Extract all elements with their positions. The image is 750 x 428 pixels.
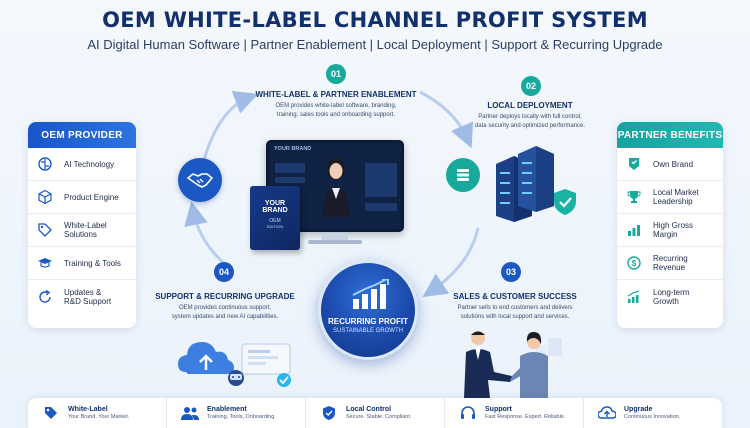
headset-icon — [459, 404, 477, 422]
monitor-brand-label: YOUR BRAND — [274, 146, 312, 152]
badge-icon — [625, 155, 643, 173]
benefit-local-market: Local Market Leadership — [617, 181, 723, 214]
oem-panel-title: OEM PROVIDER — [28, 122, 136, 148]
step-01-desc: OEM provides white-label software, brand… — [275, 103, 397, 118]
step-03-desc: Partner sells to end customers and deliv… — [457, 305, 573, 320]
digital-human-avatar — [319, 155, 353, 217]
step-01-title: WHITE-LABEL & PARTNER ENABLEMENT — [255, 90, 417, 99]
step-04-badge: 04 — [214, 262, 234, 282]
screen-panel-right-2 — [365, 203, 397, 211]
arrow-1-to-2 — [419, 90, 474, 149]
refresh-icon — [36, 288, 54, 306]
server-racks — [492, 146, 558, 222]
brain-icon — [36, 155, 54, 173]
step-01-badge: 01 — [326, 64, 346, 84]
screen-panel-left-2 — [275, 177, 305, 183]
step-03-title: SALES & CUSTOMER SUCCESS — [453, 292, 577, 301]
software-box: YOUR BRAND OEM EDITION — [250, 186, 300, 250]
oem-item-ai-technology: AI Technology — [28, 148, 136, 181]
page-title: OEM WHITE-LABEL CHANNEL PROFIT SYSTEM — [102, 8, 648, 32]
benefit-high-margin: High Gross Margin — [617, 214, 723, 247]
benefit-recurring-revenue: $ Recurring Revenue — [617, 247, 723, 280]
oem-provider-panel: OEM PROVIDER AI Technology Product Engin… — [28, 122, 136, 328]
oem-item-training-tools: Training & Tools — [28, 247, 136, 280]
step-02-title: LOCAL DEPLOYMENT — [487, 101, 573, 110]
graduation-cap-icon — [36, 254, 54, 272]
bar-chart-icon — [625, 221, 643, 239]
cube-icon — [36, 188, 54, 206]
tag-icon — [42, 404, 60, 422]
dollar-cycle-icon: $ — [625, 254, 643, 272]
center-subtitle: SUSTAINABLE GROWTH — [333, 328, 403, 334]
handshake-icon — [178, 158, 222, 202]
shield-check-icon — [552, 188, 578, 216]
cloud-upload-icon — [598, 404, 616, 422]
step-03-badge: 03 — [501, 262, 521, 282]
monitor-base — [308, 240, 362, 244]
step-04-desc: OEM provides continuous support, system … — [171, 305, 279, 320]
partners-handshake-illustration — [452, 328, 564, 398]
profit-chart-icon — [351, 278, 391, 314]
people-icon — [181, 404, 199, 422]
monitor-stand — [322, 233, 348, 241]
step-02-badge: 02 — [521, 76, 541, 96]
benefit-own-brand: Own Brand — [617, 148, 723, 181]
oem-item-updates: Updates & R&D Support — [28, 280, 136, 313]
svg-text:$: $ — [632, 259, 637, 268]
tag-icon — [36, 221, 54, 239]
step-04-title: SUPPORT & RECURRING UPGRADE — [155, 292, 295, 301]
shield-check-icon — [320, 404, 338, 422]
trophy-icon — [625, 188, 643, 206]
step-02-desc: Partner deploys locally with full contro… — [474, 114, 586, 129]
benefit-long-term-growth: Long-term Growth — [617, 280, 723, 313]
partner-benefits-panel: PARTNER BENEFITS Own Brand Local Market … — [617, 122, 723, 328]
screen-panel-right — [365, 163, 397, 197]
arrow-2-to-3 — [422, 227, 480, 298]
page-subtitle: AI Digital Human Software | Partner Enab… — [87, 37, 663, 52]
oem-item-white-label: White-Label Solutions — [28, 214, 136, 247]
cloud-upgrade-illustration — [178, 332, 298, 392]
partner-panel-title: PARTNER BENEFITS — [617, 122, 723, 148]
screen-panel-left — [275, 163, 305, 173]
center-title: RECURRING PROFIT — [328, 317, 408, 326]
recurring-profit-hub: RECURRING PROFIT SUSTAINABLE GROWTH — [318, 260, 418, 360]
growth-chart-icon — [625, 288, 643, 306]
server-list-icon — [446, 158, 480, 192]
oem-item-product-engine: Product Engine — [28, 181, 136, 214]
arrow-3-to-4 — [184, 201, 231, 270]
